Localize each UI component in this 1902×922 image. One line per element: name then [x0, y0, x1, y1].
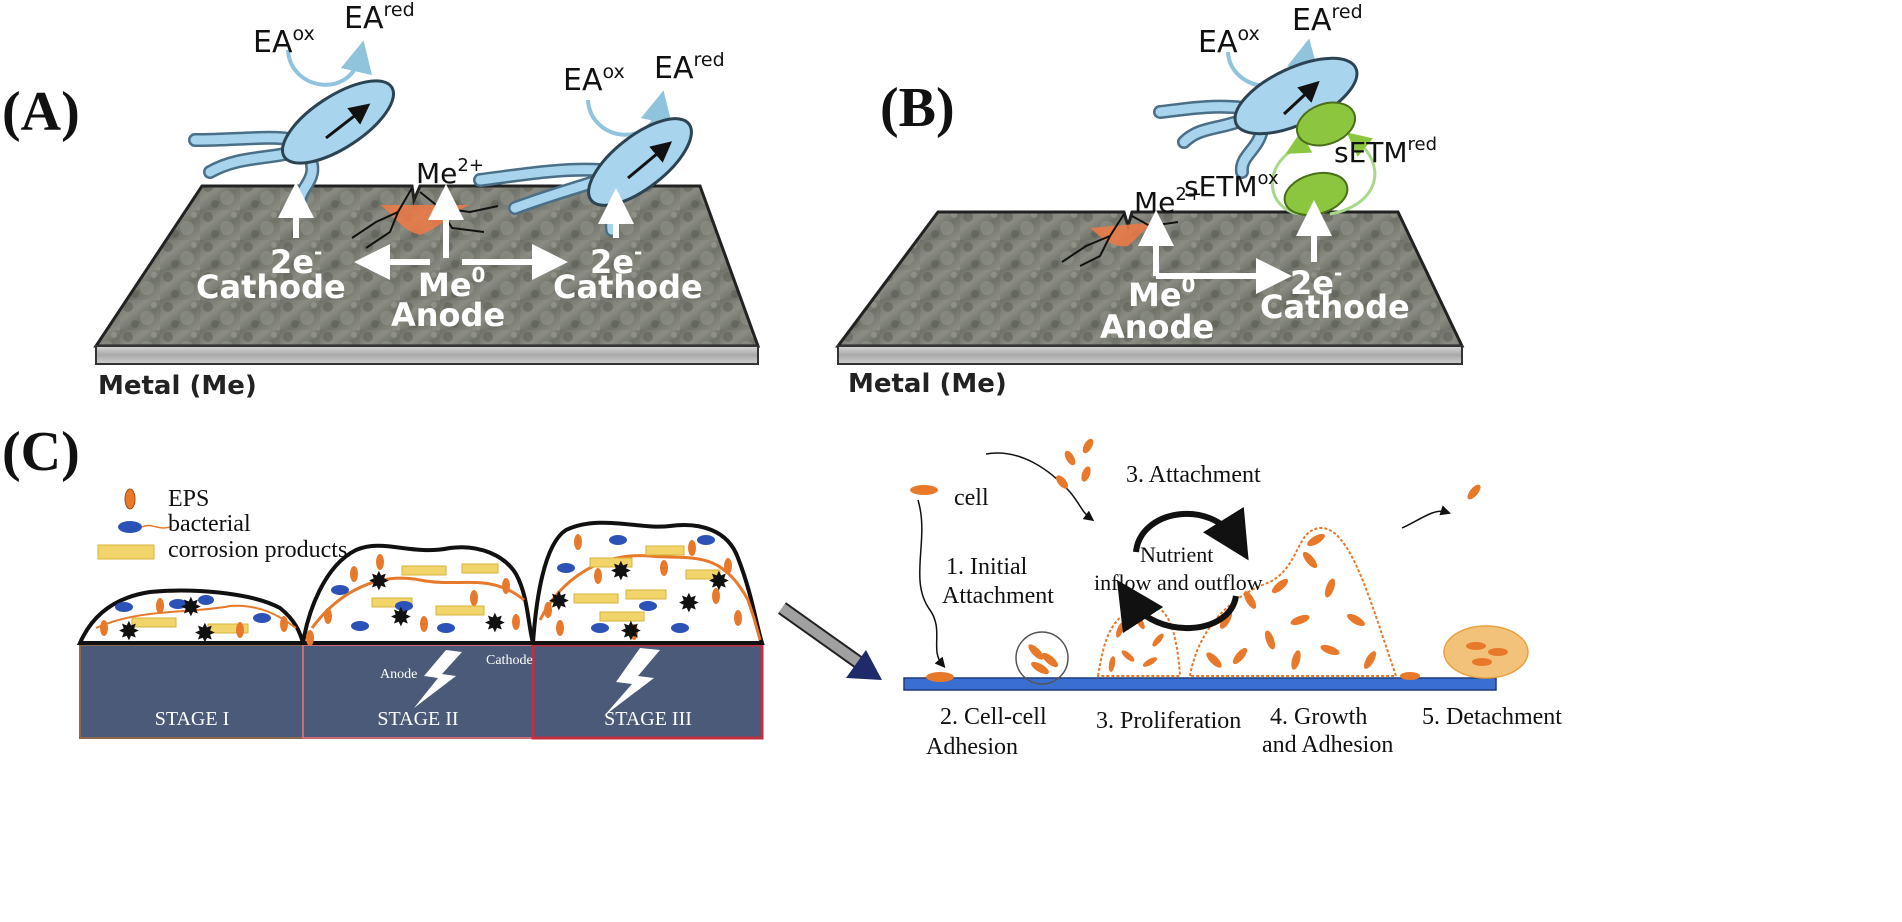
svg-text:2e-: 2e-	[270, 240, 322, 281]
svg-text:Me0: Me0	[1128, 273, 1195, 314]
stage-2-block	[302, 644, 534, 739]
biofilm-lifecycle: cell 1. Initial Attachment 3. Attachment	[903, 438, 1562, 760]
electron-arrows-b	[1138, 200, 1332, 294]
svg-text:2e-: 2e-	[1290, 261, 1342, 302]
detached-cluster	[1443, 625, 1529, 679]
panel-a: (A) EAox EAred EAox EAred	[2, 0, 761, 401]
svg-text:EAred: EAred	[1292, 1, 1363, 38]
svg-text:2e-: 2e-	[590, 240, 642, 281]
substrate-surface	[903, 677, 1497, 691]
cathode-label-b: Cathode	[1260, 288, 1410, 326]
panel-c: (C) EPS bacterial corrosion products STA…	[2, 421, 1562, 760]
svg-text:✸: ✸	[678, 589, 700, 619]
svg-text:✸: ✸	[118, 617, 140, 647]
panel-c-label: (C)	[2, 421, 80, 483]
anode-label-a: Anode	[391, 296, 505, 334]
anode-label-c: Anode	[380, 667, 417, 682]
cathode-label-a-right: Cathode	[553, 268, 703, 306]
stage-blocks: STAGE I STAGE II STAGE III Anode Cathode	[79, 643, 764, 740]
ea-cycle-a-left: EAox EAred	[253, 0, 415, 87]
svg-text:bacterial: bacterial	[168, 511, 251, 537]
anode-label-b: Anode	[1100, 308, 1214, 346]
svg-text:✸: ✸	[548, 587, 570, 617]
cell-label: cell	[954, 485, 989, 511]
svg-text:✸: ✸	[180, 593, 202, 623]
svg-text:EAred: EAred	[654, 49, 725, 86]
metal-label-b: Metal (Me)	[848, 369, 1007, 399]
svg-text:STAGE II: STAGE II	[377, 708, 458, 730]
svg-text:Me2+: Me2+	[416, 155, 484, 190]
legend-c: EPS bacterial corrosion products	[97, 486, 347, 563]
panel-a-label: (A)	[2, 81, 80, 143]
svg-text:Nutrient: Nutrient	[1140, 542, 1213, 567]
biofilm-mounds: ✸✸✸ ✸✸✸ ✸✸✸ ✸✸	[76, 520, 765, 649]
transition-arrow	[777, 602, 882, 680]
svg-text:corrosion products: corrosion products	[168, 537, 347, 563]
svg-text:STAGE III: STAGE III	[604, 708, 692, 730]
legend-bacteria-swatch	[118, 521, 142, 533]
svg-text:Adhesion: Adhesion	[926, 734, 1018, 760]
svg-text:STAGE I: STAGE I	[155, 708, 230, 730]
svg-text:✸: ✸	[368, 567, 390, 597]
legend-eps-swatch	[124, 488, 136, 510]
svg-text:2. Cell-cell: 2. Cell-cell	[940, 704, 1047, 730]
electron-arrows-a	[278, 182, 634, 280]
cell-cluster-circle	[1015, 631, 1069, 685]
svg-text:✸: ✸	[484, 609, 506, 639]
svg-text:EAox: EAox	[563, 61, 625, 98]
svg-text:Me0: Me0	[418, 263, 485, 304]
setm-molecule-top	[1295, 101, 1357, 147]
cathode-label-a-left: Cathode	[196, 268, 346, 306]
crack-a	[351, 187, 499, 249]
svg-text:✸: ✸	[708, 567, 730, 597]
svg-text:EPS: EPS	[168, 486, 209, 512]
svg-text:and Adhesion: and Adhesion	[1262, 732, 1393, 758]
svg-text:✸: ✸	[390, 603, 412, 633]
metal-slab-b	[835, 210, 1465, 365]
svg-text:EAred: EAred	[344, 0, 415, 36]
growth-mound	[1188, 526, 1398, 677]
svg-text:Attachment: Attachment	[942, 583, 1054, 609]
legend-corrosion-swatch	[97, 544, 155, 560]
panel-b: (B) EAox EAred sETMo	[835, 1, 1465, 399]
bacterium-a-left	[188, 79, 396, 207]
svg-text:✸: ✸	[610, 557, 632, 587]
svg-text:EAox: EAox	[1198, 23, 1260, 60]
panel-b-label: (B)	[880, 77, 955, 139]
lightning-stage-2	[414, 650, 462, 708]
lightning-stage-3	[604, 648, 660, 716]
svg-text:sETMred: sETMred	[1334, 134, 1437, 169]
svg-text:✸: ✸	[620, 617, 642, 647]
svg-text:sETMox: sETMox	[1184, 168, 1279, 203]
svg-text:3. Proliferation: 3. Proliferation	[1096, 708, 1241, 734]
svg-text:4. Growth: 4. Growth	[1270, 704, 1367, 730]
ea-cycle-a-right: EAox EAred	[563, 49, 725, 137]
metal-label-a: Metal (Me)	[98, 371, 257, 401]
svg-text:1. Initial: 1. Initial	[946, 554, 1028, 580]
svg-text:5. Detachment: 5. Detachment	[1422, 704, 1562, 730]
svg-text:3. Attachment: 3. Attachment	[1126, 462, 1261, 488]
svg-text:inflow and outflow: inflow and outflow	[1094, 570, 1263, 595]
svg-text:✸: ✸	[194, 619, 216, 649]
svg-text:EAox: EAox	[253, 23, 315, 60]
cathode-label-c: Cathode	[486, 653, 533, 668]
